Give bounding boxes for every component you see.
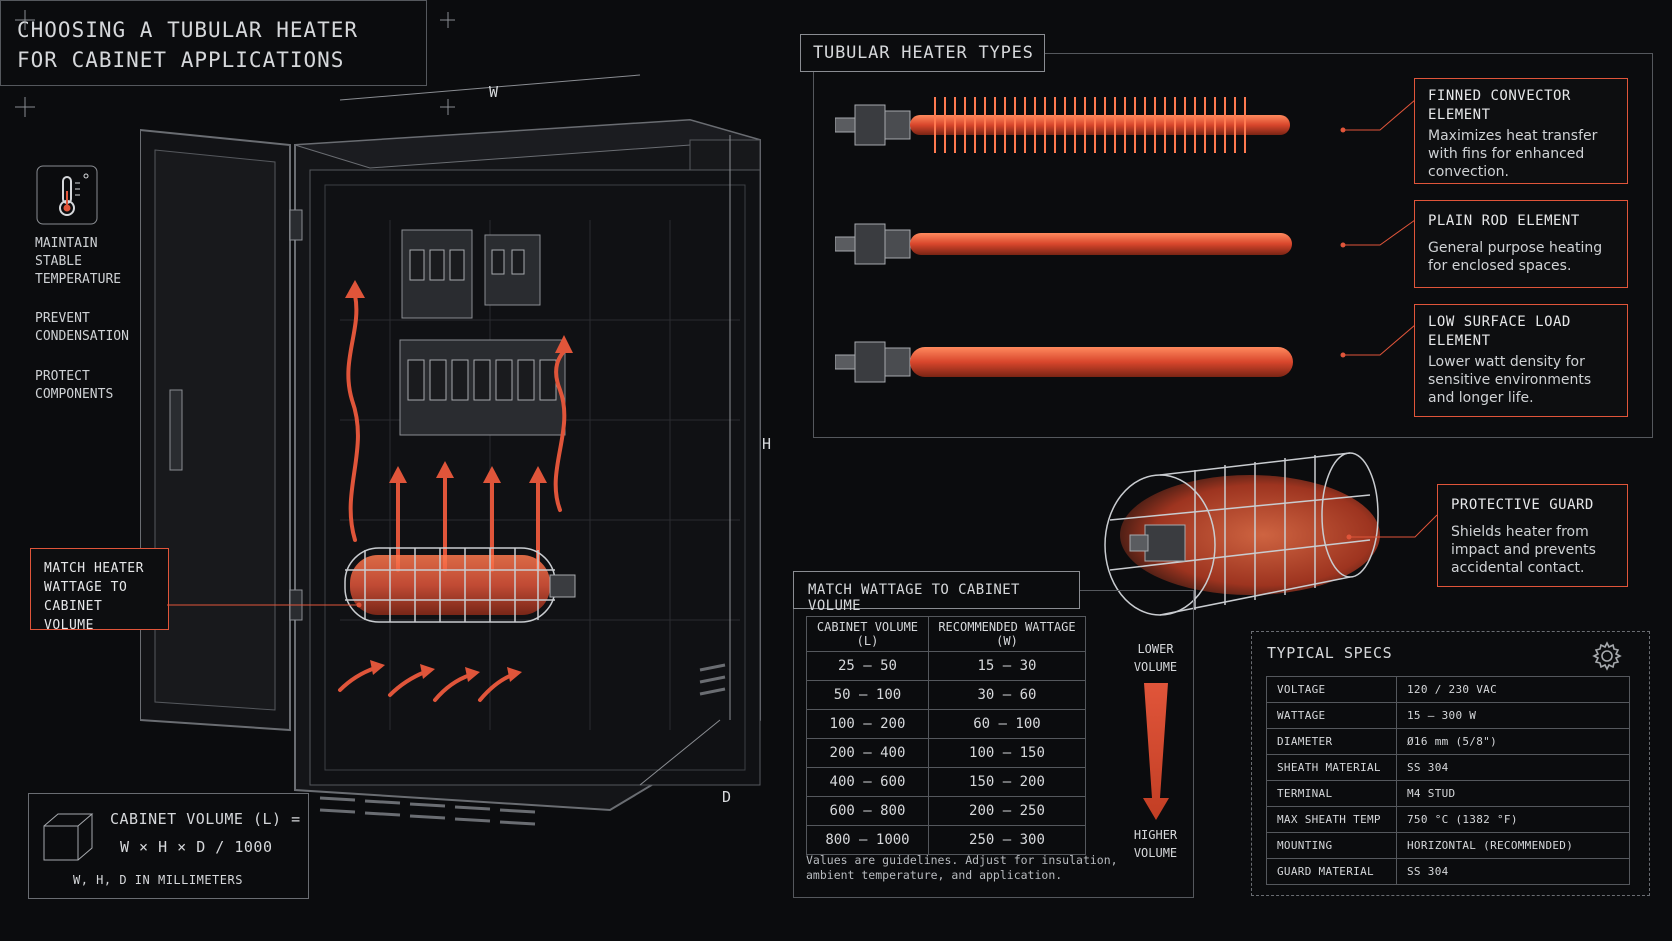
volume-cell: 800 – 1000: [806, 825, 929, 855]
heater-types-title: TUBULAR HEATER TYPES: [813, 43, 1034, 63]
wattage-cell: 250 – 300: [927, 825, 1087, 855]
title-corner-marks: [15, 10, 455, 117]
spec-label: MOUNTING: [1266, 832, 1397, 859]
spec-value: 15 – 300 W: [1396, 702, 1630, 729]
spec-value: M4 STUD: [1396, 780, 1630, 807]
wattage-cell: 30 – 60: [927, 680, 1087, 710]
spec-value: 120 / 230 VAC: [1396, 676, 1630, 703]
volume-cell: 600 – 800: [806, 796, 929, 826]
column-header-volume: CABINET VOLUME (L): [806, 616, 929, 652]
formula-note: W, H, D IN MILLIMETERS: [73, 873, 243, 887]
column-header-wattage: RECOMMENDED WATTAGE (W): [927, 616, 1087, 652]
cube-icon: [43, 813, 94, 861]
finned-element-name: FINNED CONVECTOR ELEMENT: [1428, 88, 1571, 123]
spec-value: SS 304: [1396, 858, 1630, 885]
spec-label: GUARD MATERIAL: [1266, 858, 1397, 885]
low-surface-load-name: LOW SURFACE LOAD ELEMENT: [1428, 314, 1571, 349]
benefit-protect-components: PROTECT COMPONENTS: [35, 369, 114, 402]
benefit-prevent-condensation: PREVENT CONDENSATION: [35, 311, 129, 344]
wattage-cell: 100 – 150: [927, 738, 1087, 768]
wattage-cell: 200 – 250: [927, 796, 1087, 826]
volume-cell: 25 – 50: [806, 651, 929, 681]
type-callout-leaders: [1340, 99, 1416, 358]
low-surface-load-desc: Lower watt density for sensitive environ…: [1428, 354, 1592, 406]
dimension-h: H: [762, 435, 772, 453]
table-header-row: CABINET VOLUME (L) RECOMMENDED WATTAGE (…: [806, 616, 1087, 652]
benefit-stable-temperature: MAINTAIN STABLE TEMPERATURE: [35, 236, 122, 287]
finned-element-desc: Maximizes heat transfer with fins for en…: [1428, 128, 1598, 180]
plain-rod-callout: PLAIN ROD ELEMENT General purpose heatin…: [1414, 200, 1628, 288]
volume-cell: 50 – 100: [806, 680, 929, 710]
gear-icon: [1592, 641, 1622, 671]
cabinet-illustration: [140, 74, 761, 826]
heater-elements-drawing: [835, 97, 1293, 383]
spec-label: WATTAGE: [1266, 702, 1397, 729]
low-surface-load-callout: LOW SURFACE LOAD ELEMENT Lower watt dens…: [1414, 304, 1628, 417]
spec-value: Ø16 mm (5/8"): [1396, 728, 1630, 755]
formula-box: [28, 793, 309, 899]
heater-types-panel: [813, 53, 1653, 438]
spec-label: TERMINAL: [1266, 780, 1397, 807]
specs-title: TYPICAL SPECS: [1267, 644, 1393, 662]
guard-callout-leader: [1346, 514, 1438, 540]
higher-volume-label: HIGHER VOLUME: [1133, 828, 1178, 860]
protective-guard-callout: PROTECTIVE GUARD Shields heater from imp…: [1437, 484, 1628, 587]
volume-cell: 100 – 200: [806, 709, 929, 739]
match-callout-leader: [167, 602, 362, 608]
volume-arrow-icon: [1143, 683, 1169, 820]
spec-label: VOLTAGE: [1266, 676, 1397, 703]
finned-element-callout: FINNED CONVECTOR ELEMENT Maximizes heat …: [1414, 78, 1628, 184]
specs-panel: [1251, 631, 1650, 896]
title-block: CHOOSING A TUBULAR HEATER FOR CABINET AP…: [0, 0, 427, 86]
volume-cell: 400 – 600: [806, 767, 929, 797]
formula-line-2: W × H × D / 1000: [120, 838, 273, 856]
dimension-w: W: [489, 83, 499, 101]
wattage-cell: 150 – 200: [927, 767, 1087, 797]
heater-types-title-box: TUBULAR HEATER TYPES: [800, 34, 1045, 72]
plain-rod-desc: General purpose heating for enclosed spa…: [1428, 240, 1603, 274]
spec-value: 750 °C (1382 °F): [1396, 806, 1630, 833]
lower-volume-label: LOWER VOLUME: [1133, 642, 1178, 674]
wattage-title-box: MATCH WATTAGE TO CABINET VOLUME: [793, 571, 1080, 614]
wattage-cell: 15 – 30: [927, 651, 1087, 681]
page-title: CHOOSING A TUBULAR HEATER FOR CABINET AP…: [17, 18, 359, 72]
protective-guard-desc: Shields heater from impact and prevents …: [1451, 524, 1596, 576]
wattage-title: MATCH WATTAGE TO CABINET VOLUME: [808, 582, 1020, 614]
wattage-note: Values are guidelines. Adjust for insula…: [806, 853, 1118, 882]
thermometer-icon: [36, 165, 98, 225]
spec-label: DIAMETER: [1266, 728, 1397, 755]
protective-guard-name: PROTECTIVE GUARD: [1451, 497, 1594, 513]
spec-value: SS 304: [1396, 754, 1630, 781]
plain-rod-name: PLAIN ROD ELEMENT: [1428, 213, 1580, 229]
wattage-cell: 60 – 100: [927, 709, 1087, 739]
spec-label: SHEATH MATERIAL: [1266, 754, 1397, 781]
guarded-heater-drawing: [1104, 452, 1380, 616]
volume-cell: 200 – 400: [806, 738, 929, 768]
spec-label: MAX SHEATH TEMP: [1266, 806, 1397, 833]
formula-line-1: CABINET VOLUME (L) =: [110, 810, 301, 828]
spec-value: HORIZONTAL (RECOMMENDED): [1396, 832, 1630, 859]
wattage-table: CABINET VOLUME (L) RECOMMENDED WATTAGE (…: [806, 616, 1087, 855]
dimension-d: D: [722, 788, 732, 806]
match-heater-callout: MATCH HEATER WATTAGE TO CABINET VOLUME: [30, 548, 169, 633]
